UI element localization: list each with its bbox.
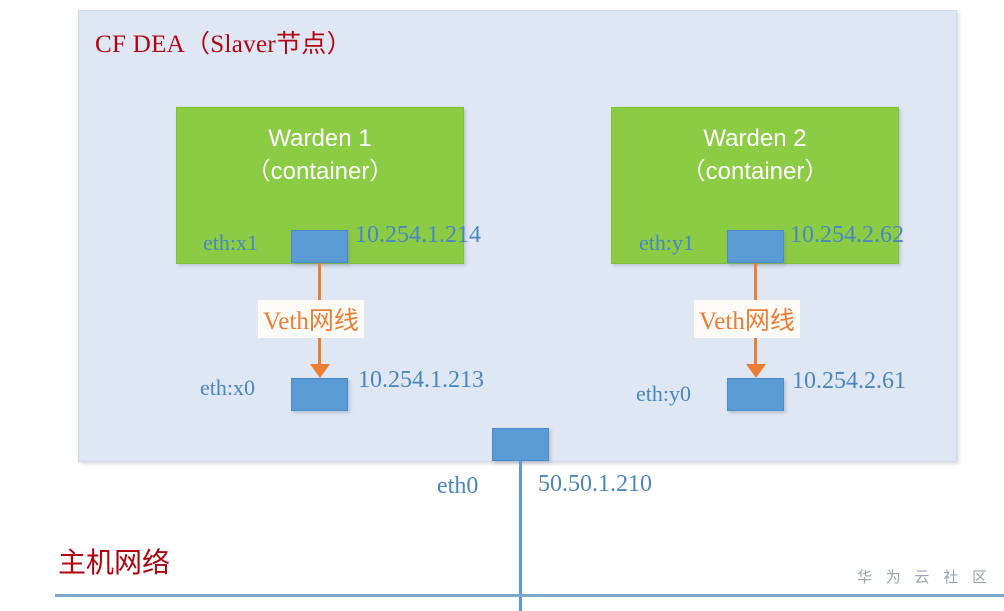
- interface-label-eth-x1: eth:x1: [203, 230, 258, 255]
- ip-label-eth-y1: 10.254.2.62: [790, 222, 904, 248]
- warden-2-label: Warden 2 （container）: [612, 122, 898, 188]
- watermark-text: 华 为 云 社 区: [856, 570, 992, 586]
- host-uplink-vertical-line: [519, 461, 522, 611]
- warden-1-label: Warden 1 （container）: [177, 122, 463, 188]
- nic-box-eth-y1: [727, 230, 784, 263]
- veth-arrowhead-2-icon: [746, 364, 766, 378]
- host-network-title: 主机网络: [58, 548, 171, 579]
- nic-box-eth0: [492, 428, 549, 461]
- nic-box-eth-x0: [291, 378, 348, 411]
- warden-2-name: Warden 2: [703, 125, 807, 152]
- interface-label-eth-y1: eth:y1: [639, 230, 694, 255]
- veth-label-2: Veth网线: [694, 300, 800, 338]
- veth-arrowhead-1-icon: [310, 364, 330, 378]
- warden-1-subtitle: （container）: [246, 158, 394, 185]
- ip-label-eth-x0: 10.254.1.213: [358, 367, 484, 393]
- warden-1-name: Warden 1: [268, 125, 372, 152]
- veth-label-1: Veth网线: [258, 300, 364, 338]
- ip-label-eth0: 50.50.1.210: [538, 471, 652, 497]
- ip-label-eth-x1: 10.254.1.214: [355, 222, 481, 248]
- ip-label-eth-y0: 10.254.2.61: [792, 368, 906, 394]
- warden-2-subtitle: （container）: [681, 158, 829, 185]
- nic-box-eth-y0: [727, 378, 784, 411]
- interface-label-eth-y0: eth:y0: [636, 381, 691, 406]
- host-network-bus-line: [55, 594, 1004, 597]
- interface-label-eth-x0: eth:x0: [200, 375, 255, 400]
- interface-label-eth0: eth0: [437, 473, 479, 499]
- nic-box-eth-x1: [291, 230, 348, 263]
- dea-node-title: CF DEA（Slaver节点）: [95, 31, 352, 58]
